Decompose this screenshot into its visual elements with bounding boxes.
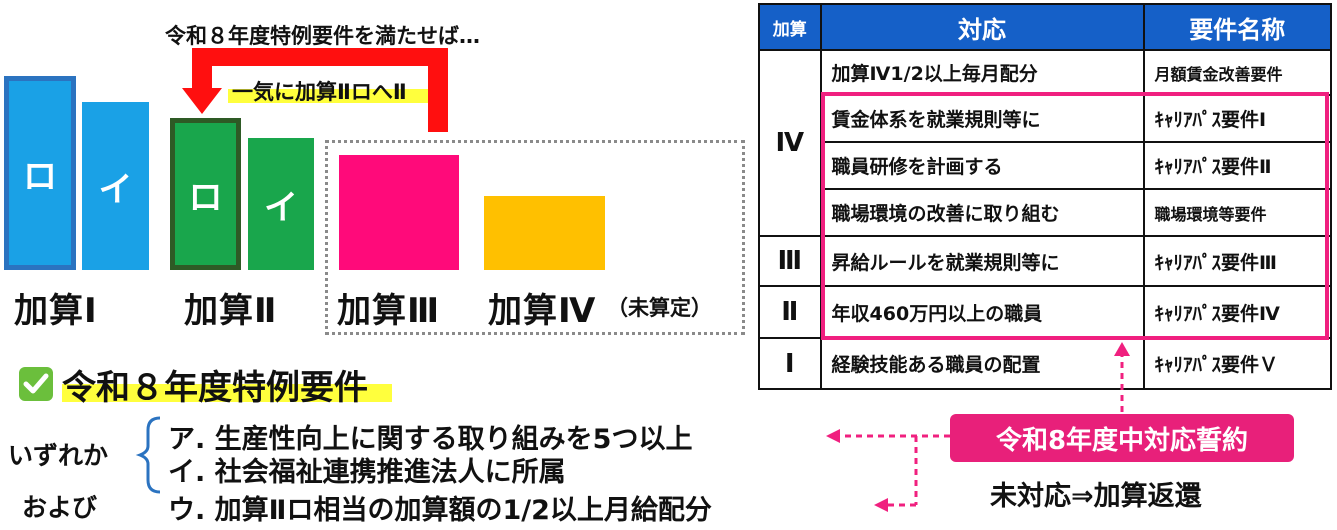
table-row: 職員研修を計画する ｷｬﾘｱﾊﾟｽ要件Ⅱ xyxy=(759,141,1332,190)
requirement-cell: ｷｬﾘｱﾊﾟｽ要件Ⅱ xyxy=(1142,141,1332,190)
special-item-i: イ. 社会福祉連携推進法人に所属 xyxy=(168,457,566,488)
level-cell: Ⅲ xyxy=(758,235,822,287)
tier1-label: 加算Ⅰ xyxy=(14,291,98,331)
table-row: Ⅳ 加算Ⅳ1/2以上毎月配分 月額賃金改善要件 xyxy=(758,49,1332,237)
either-label: いずれか xyxy=(8,441,109,470)
tier4-note: （未算定） xyxy=(607,296,712,320)
action-cell: 賃金体系を就業規則等に xyxy=(819,94,1145,143)
table-header-level: 加算 xyxy=(758,3,822,51)
table-row: Ⅲ 昇給ルールを就業規則等に ｷｬﾘｱﾊﾟｽ要件Ⅲ xyxy=(758,235,1332,287)
tier3-bar xyxy=(339,155,459,270)
requirement-cell: 月額賃金改善要件 xyxy=(1142,49,1332,96)
arrow-label-highlight xyxy=(228,89,428,103)
table-row: 職場環境の改善に取り組む 職場環境等要件 xyxy=(759,188,1332,237)
special-title-highlight xyxy=(62,384,392,402)
tier4-label: 加算Ⅳ xyxy=(488,291,597,331)
special-item-u: ウ. 加算Ⅱロ相当の加算額の1/2以上月給配分 xyxy=(168,495,712,526)
table-header-requirement: 要件名称 xyxy=(1142,3,1332,51)
pledge-target-frame xyxy=(821,92,1329,340)
action-cell: 職員研修を計画する xyxy=(819,141,1145,190)
action-cell: 加算Ⅳ1/2以上毎月配分 xyxy=(819,49,1145,96)
table-header-row: 加算 対応 要件名称 xyxy=(758,3,1332,51)
table-header-action: 対応 xyxy=(819,3,1145,51)
table-row: Ⅱ 年収460万円以上の職員 ｷｬﾘｱﾊﾟｽ要件Ⅳ xyxy=(758,285,1332,339)
tier4-bar xyxy=(484,196,605,270)
tier2-label: 加算Ⅱ xyxy=(184,291,278,331)
unclaimed-group-box xyxy=(325,140,745,335)
action-cell: 職場環境の改善に取り組む xyxy=(819,188,1145,237)
requirement-cell: ｷｬﾘｱﾊﾟｽ要件Ⅳ xyxy=(1142,285,1332,339)
level-cell: Ⅰ xyxy=(758,337,822,390)
tier2-ro-bar: ロ xyxy=(170,118,241,270)
action-cell: 年収460万円以上の職員 xyxy=(819,285,1145,339)
level-cell: Ⅱ xyxy=(758,285,822,339)
tier1-i-bar: イ xyxy=(82,102,149,270)
header-note: 令和８年度特例要件を満たせば… xyxy=(165,24,480,48)
table-row: 賃金体系を就業規則等に ｷｬﾘｱﾊﾟｽ要件Ⅰ xyxy=(759,94,1332,143)
requirements-table: 加算 対応 要件名称 Ⅳ 加算Ⅳ1/2以上毎月配分 月額賃金改善要件 賃金体系を… xyxy=(758,3,1332,390)
requirement-cell: ｷｬﾘｱﾊﾟｽ要件Ｖ xyxy=(1142,337,1332,390)
tier3-label: 加算Ⅲ xyxy=(337,291,441,331)
action-cell: 昇給ルールを就業規則等に xyxy=(819,235,1145,287)
level-cell: Ⅳ xyxy=(758,49,822,237)
special-title: 令和８年度特例要件 xyxy=(62,368,368,408)
pledge-badge: 令和8年度中対応誓約 xyxy=(950,414,1294,462)
pledge-note: 未対応⇒加算返還 xyxy=(990,481,1202,512)
red-arrow-icon xyxy=(182,48,448,132)
arrow-label: 一気に加算ⅡロへⅡ xyxy=(232,80,407,104)
tier1-ro-bar: ロ xyxy=(4,76,76,270)
and-label: および xyxy=(22,493,98,522)
requirement-cell: ｷｬﾘｱﾊﾟｽ要件Ⅰ xyxy=(1142,94,1332,143)
special-item-a: ア. 生産性向上に関する取り組みを5つ以上 xyxy=(168,424,693,455)
requirement-cell: 職場環境等要件 xyxy=(1142,188,1332,237)
check-icon xyxy=(19,367,53,401)
requirement-cell: ｷｬﾘｱﾊﾟｽ要件Ⅲ xyxy=(1142,235,1332,287)
tier2-i-bar: イ xyxy=(248,138,314,270)
